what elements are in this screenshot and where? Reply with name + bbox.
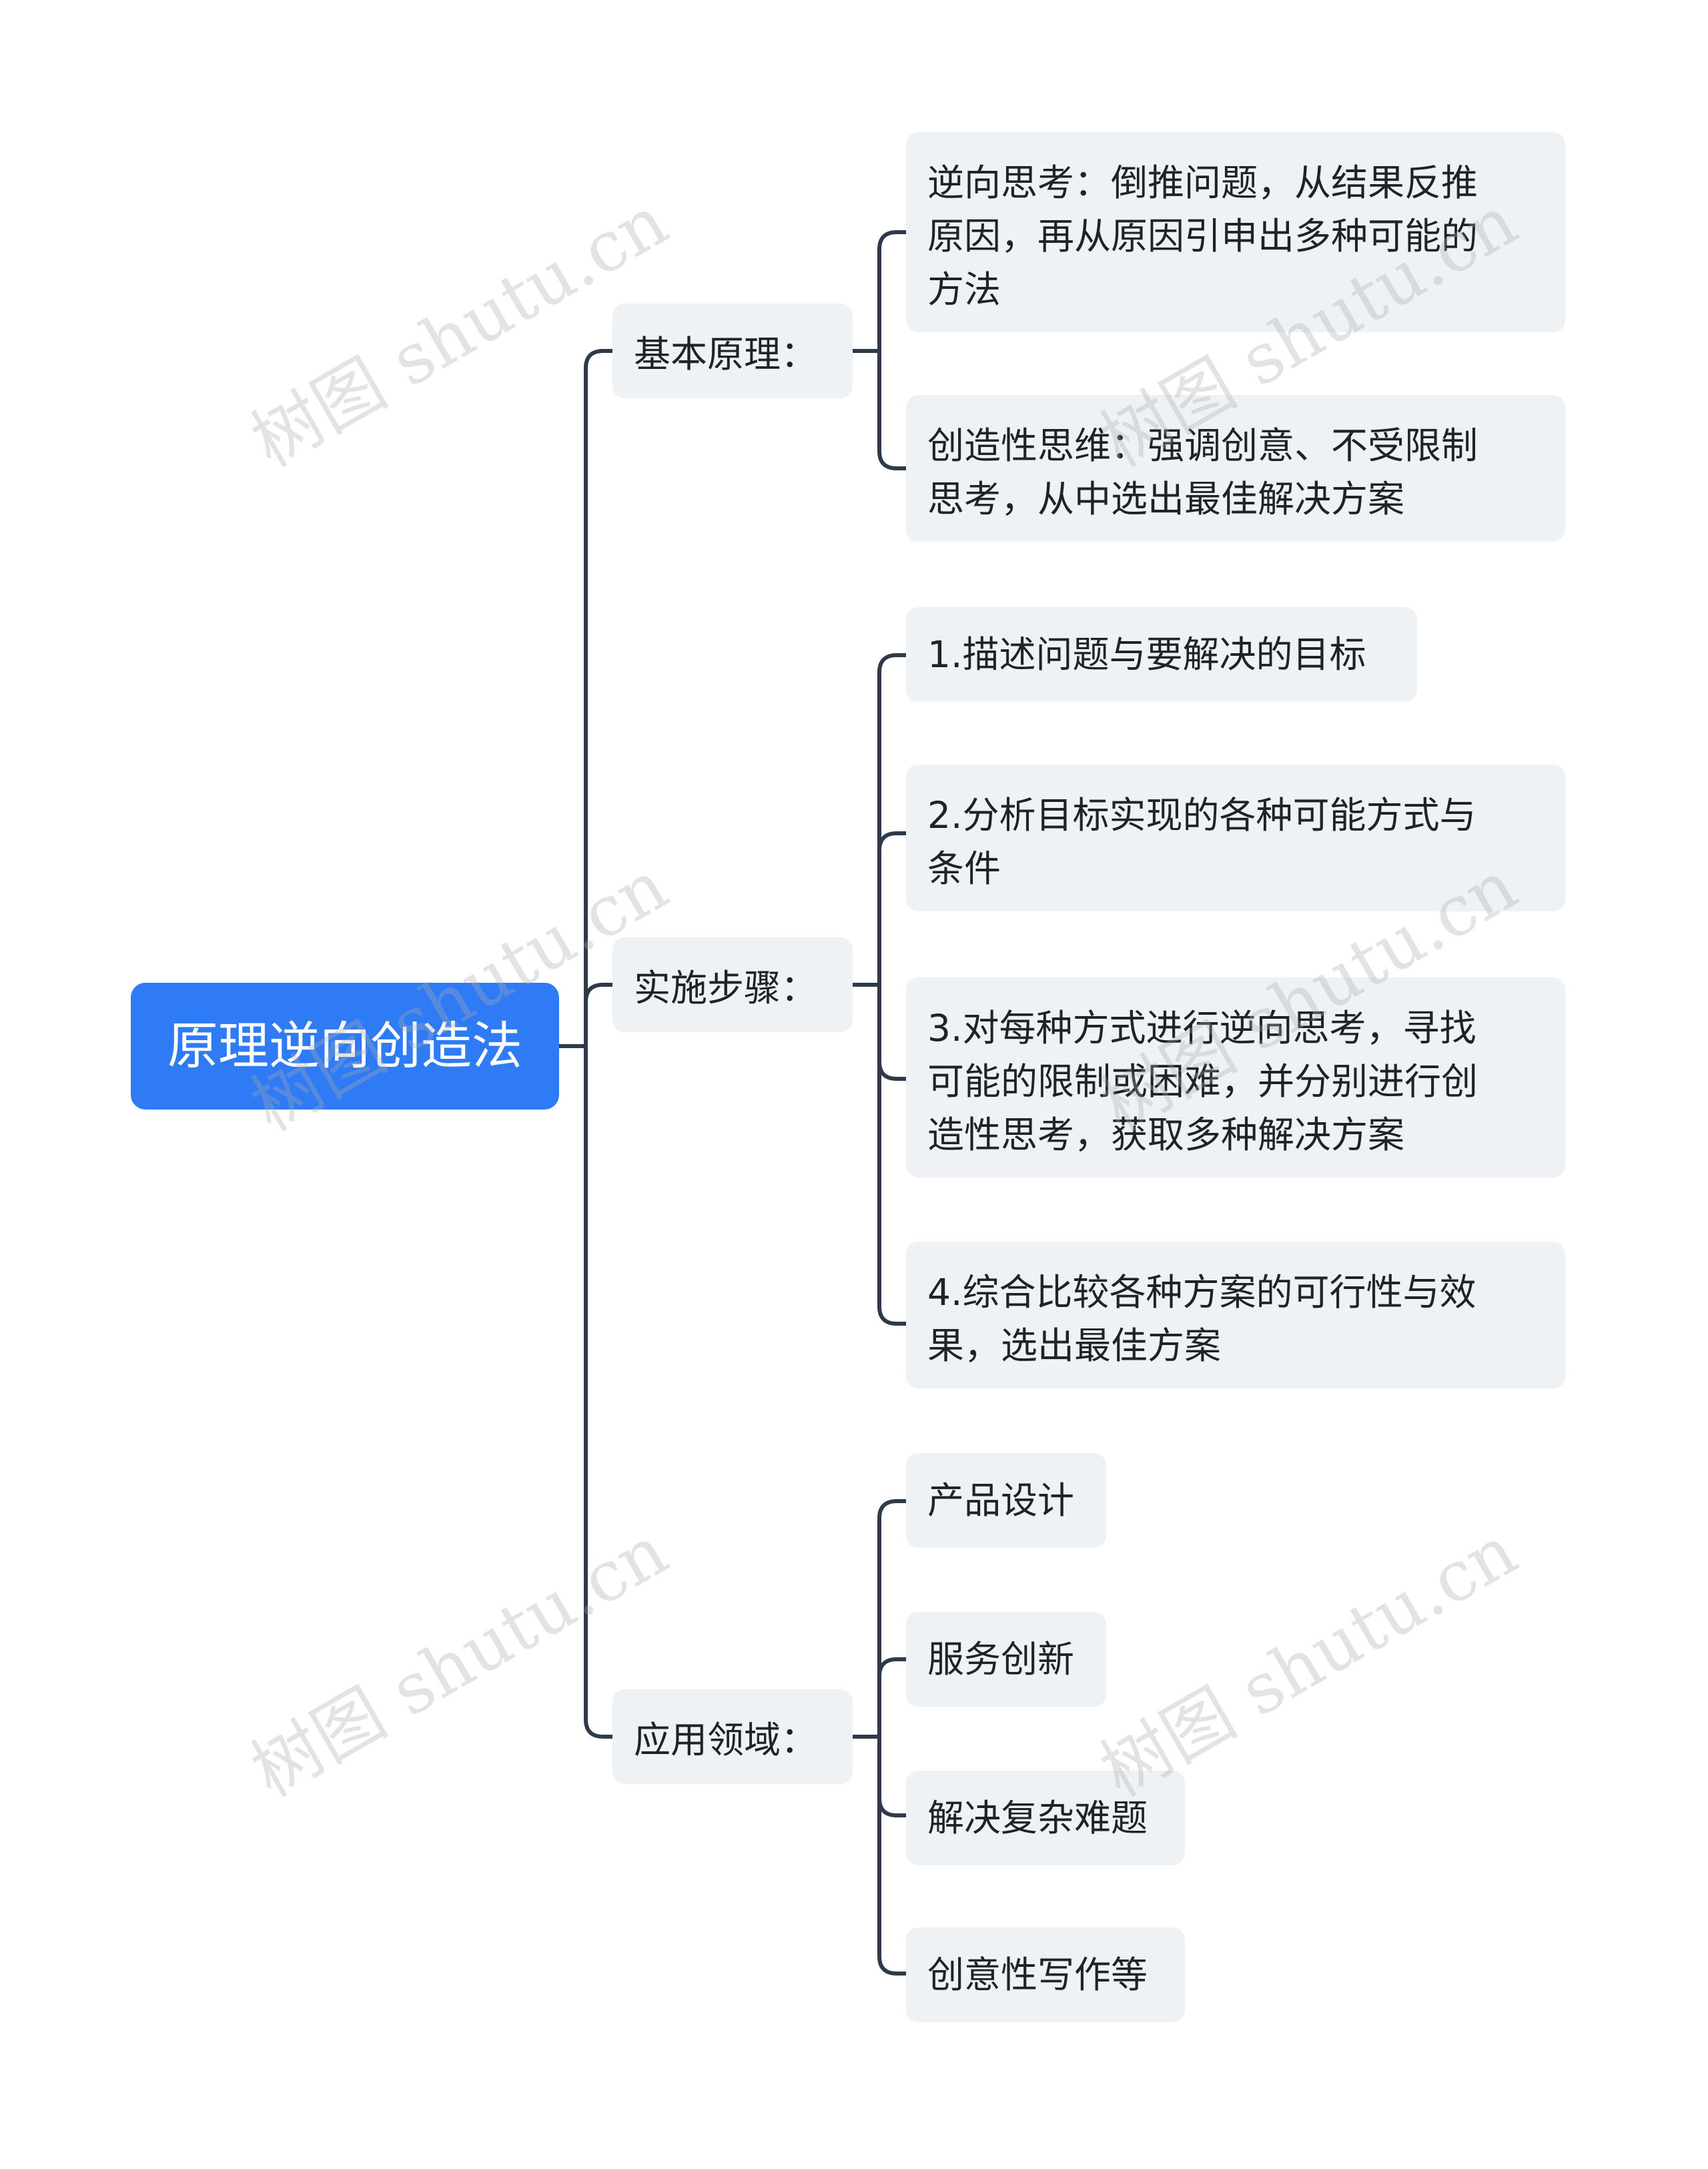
- connector-branch-1-leaf-2: [877, 349, 908, 470]
- connector-root-branch-1: [584, 349, 614, 1048]
- branch-implementation-steps[interactable]: 实施步骤：: [612, 937, 853, 1032]
- connector-branch-2-leaf-4: [877, 983, 908, 1326]
- branch-application-areas[interactable]: 应用领域：: [612, 1689, 853, 1784]
- leaf-creative-writing[interactable]: 创意性写作等: [906, 1927, 1185, 2022]
- root-topic[interactable]: 原理逆向创造法: [131, 983, 559, 1110]
- branch-basic-principles[interactable]: 基本原理：: [612, 304, 853, 398]
- connector-branch-2-leaf-2: [877, 831, 908, 987]
- connector-branch-1-leaf-1: [877, 230, 908, 353]
- leaf-reverse-thinking[interactable]: 逆向思考：倒推问题，从结果反推 原因，再从原因引申出多种可能的 方法: [906, 132, 1565, 332]
- leaf-step-1[interactable]: 1.描述问题与要解决的目标: [906, 607, 1417, 702]
- leaf-complex-problems[interactable]: 解决复杂难题: [906, 1771, 1185, 1865]
- connector-branch-2-leaf-1: [877, 653, 908, 987]
- connector-branch-2-leaf-3: [877, 983, 908, 1081]
- connector-branch-3-leaf-1: [877, 1499, 908, 1739]
- connector-branch-3-leaf-2: [877, 1657, 908, 1739]
- leaf-service-innovation[interactable]: 服务创新: [906, 1612, 1106, 1707]
- leaf-step-2[interactable]: 2.分析目标实现的各种可能方式与 条件: [906, 765, 1565, 911]
- leaf-step-3[interactable]: 3.对每种方式进行逆向思考，寻找 可能的限制或困难，并分别进行创 造性思考，获取…: [906, 977, 1565, 1178]
- connector-branch-3-leaf-3: [877, 1735, 908, 1817]
- connector-root-branch-2: [584, 983, 614, 1048]
- connector-root-branch-3: [584, 1044, 614, 1739]
- leaf-step-4[interactable]: 4.综合比较各种方案的可行性与效 果，选出最佳方案: [906, 1242, 1565, 1388]
- connector-branch-3-leaf-4: [877, 1735, 908, 1976]
- leaf-creative-thinking[interactable]: 创造性思维：强调创意、不受限制 思考，从中选出最佳解决方案: [906, 395, 1565, 542]
- leaf-product-design[interactable]: 产品设计: [906, 1453, 1106, 1548]
